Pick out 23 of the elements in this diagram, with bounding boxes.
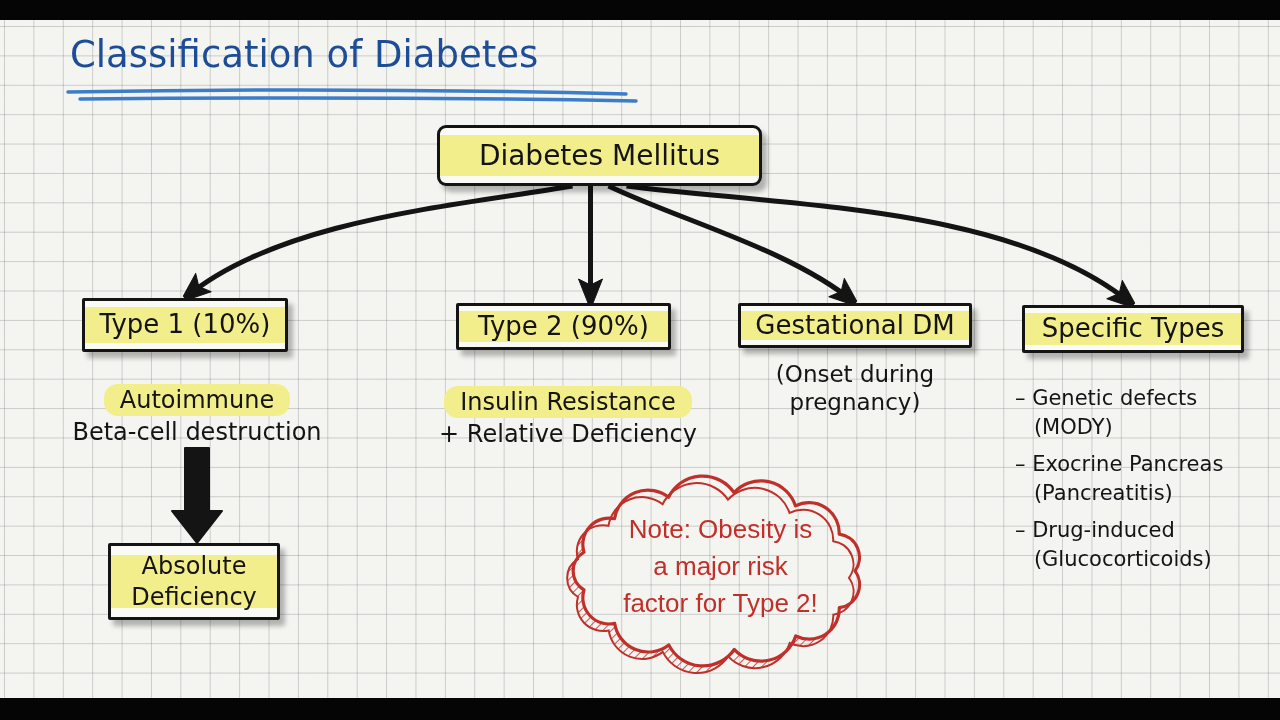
description-text: + Relative Deficiency — [439, 419, 697, 450]
page-title: Classification of Diabetes — [70, 32, 539, 78]
list-item: – Genetic defects (MODY) — [1015, 385, 1199, 441]
category-box — [738, 303, 972, 348]
description-text: Beta-cell destruction — [72, 417, 322, 448]
list-item: – Exocrine Pancreas (Pancreatitis) — [1015, 451, 1225, 507]
rounded-box — [437, 125, 762, 186]
box-label: Type 1 (10%) — [99, 308, 271, 342]
highlighted-text: Autoimmune — [103, 384, 291, 416]
box-label: Diabetes Mellitus — [478, 137, 721, 174]
category-box — [108, 543, 280, 620]
block-arrow — [171, 447, 223, 544]
box-label: Gestational DM — [755, 308, 955, 342]
category-box — [1022, 305, 1244, 353]
description-text: (Onset during pregnancy) — [774, 360, 936, 416]
category-box — [456, 303, 671, 350]
box-label: Specific Types — [1041, 312, 1225, 346]
category-box — [82, 298, 288, 352]
box-label: Type 2 (90%) — [478, 309, 649, 343]
box-label: Absolute Deficiency — [130, 550, 258, 613]
note-text: Note: Obesity is a major risk factor for Type 2! — [622, 512, 819, 620]
list-item: – Drug-induced (Glucocorticoids) — [1015, 517, 1213, 573]
highlighted-text: Insulin Resistance — [444, 386, 692, 418]
